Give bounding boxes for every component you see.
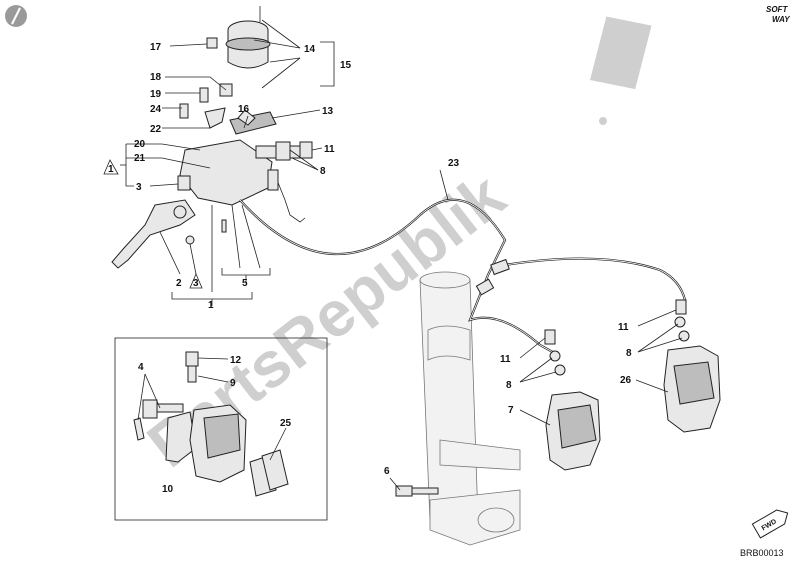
callout-23: 23 — [448, 158, 460, 169]
callout-25: 25 — [280, 418, 292, 429]
svg-text:WAY: WAY — [772, 15, 790, 24]
callout-22: 22 — [150, 124, 162, 135]
callout-5: 5 — [242, 278, 248, 289]
brake-lever — [111, 199, 196, 269]
svg-text:1: 1 — [108, 164, 114, 175]
gear-watermark-icon — [590, 16, 652, 90]
callout-9: 9 — [230, 378, 236, 389]
callout-1: 1 — [208, 300, 214, 311]
callout-6: 6 — [384, 466, 390, 477]
callout-18: 18 — [150, 72, 162, 83]
callout-2: 2 — [176, 278, 182, 289]
gear-icon — [587, 105, 619, 137]
master-cylinder — [177, 107, 313, 245]
callout-21: 21 — [134, 153, 146, 164]
detail-box — [114, 337, 328, 521]
callout-8a: 8 — [320, 166, 326, 177]
front-fork — [419, 271, 521, 546]
callout-20: 20 — [134, 139, 146, 150]
caliper-left — [544, 329, 601, 471]
reservoir — [179, 6, 271, 119]
callout-12: 12 — [230, 355, 242, 366]
diagram-code: BRB00013 — [740, 548, 784, 558]
callout-16: 16 — [238, 104, 250, 115]
callout-19: 19 — [150, 89, 162, 100]
caliper-right — [663, 299, 721, 433]
callout-10: 10 — [162, 484, 174, 495]
callout-13: 13 — [322, 106, 334, 117]
brake-hose — [239, 198, 687, 356]
callout-3: 3 — [136, 182, 142, 193]
callout-8b: 8 — [506, 380, 512, 391]
brake-switch — [267, 169, 306, 223]
callout-14: 14 — [304, 44, 316, 55]
callout-11b: 11 — [500, 354, 511, 365]
leader-lines — [120, 19, 683, 491]
callout-11c: 11 — [618, 322, 629, 333]
bolt-6 — [395, 485, 439, 497]
svg-text:SOFT: SOFT — [766, 5, 788, 14]
callout-15: 15 — [340, 60, 352, 71]
fwd-arrow-icon: FWD — [751, 509, 789, 539]
callouts: 17 14 15 18 19 16 13 24 22 20 21 1 3 11 … — [103, 42, 632, 495]
callout-8c: 8 — [626, 348, 632, 359]
callout-1-circle: 1 — [103, 159, 119, 175]
callout-11a: 11 — [324, 144, 335, 155]
svg-text:3: 3 — [193, 278, 199, 289]
callout-3-circle: 3 — [189, 272, 203, 289]
callout-17: 17 — [150, 42, 162, 53]
circle-mark-icon — [5, 5, 27, 27]
callout-24: 24 — [150, 104, 162, 115]
callout-4: 4 — [138, 362, 144, 373]
softway-logo: SOFT WAY — [766, 5, 790, 24]
callout-7: 7 — [508, 405, 514, 416]
callout-26: 26 — [620, 375, 632, 386]
